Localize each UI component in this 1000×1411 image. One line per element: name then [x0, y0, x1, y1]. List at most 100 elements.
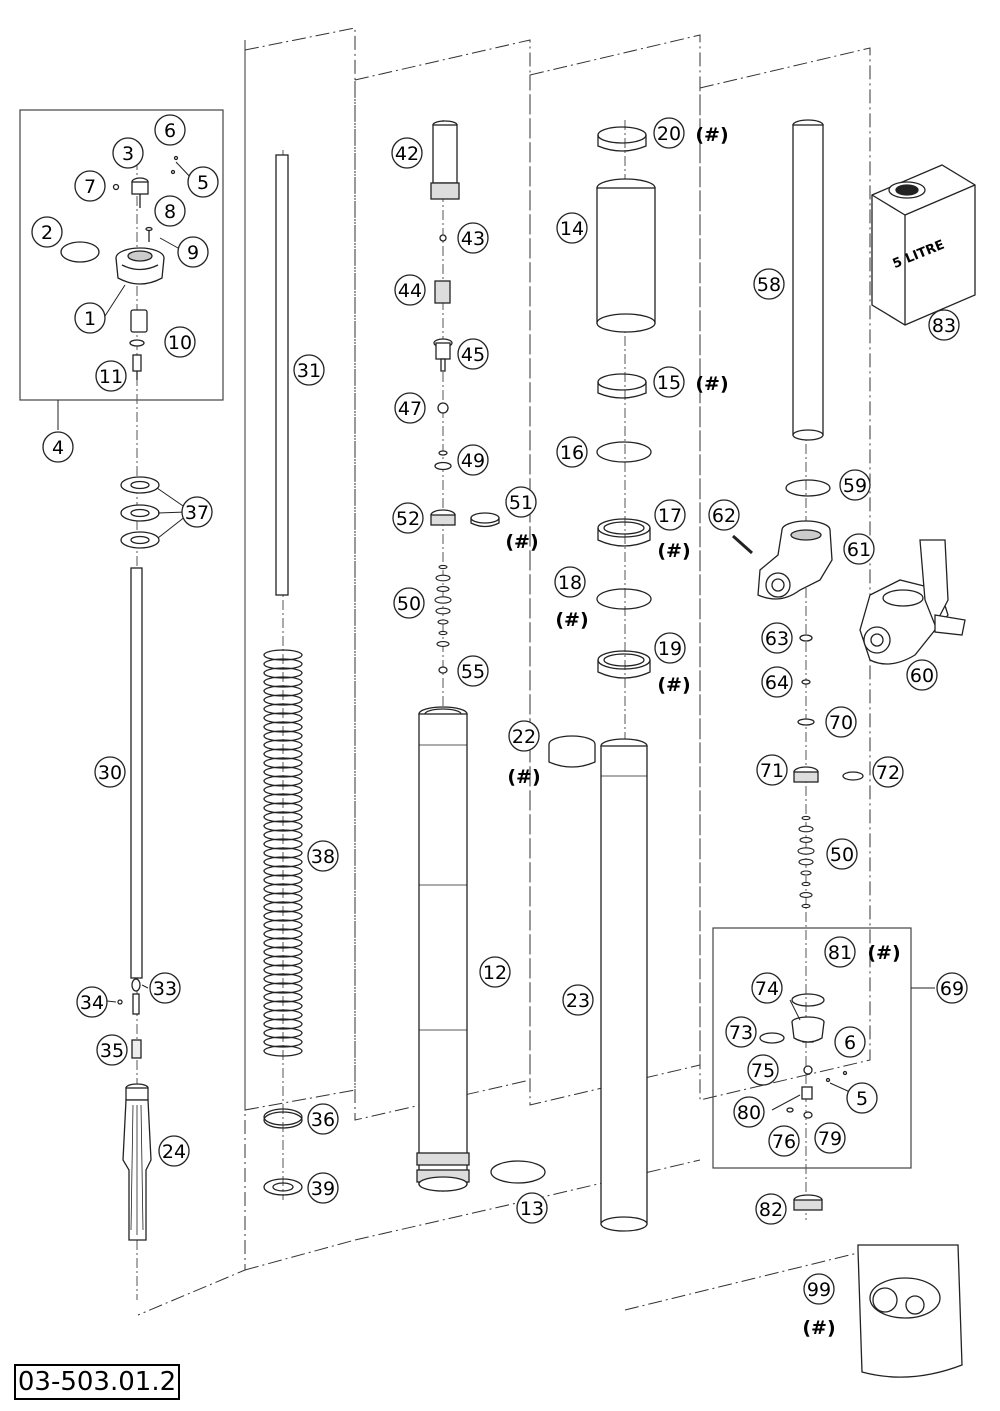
- callout-number: 37: [185, 502, 209, 524]
- callout-9: 9: [177, 236, 209, 268]
- part-5-spring-b: [825, 1077, 831, 1083]
- shim: [435, 574, 451, 582]
- callout-24: 24: [158, 1135, 190, 1167]
- callout-circle: [164, 326, 196, 358]
- callout-23: 23: [562, 984, 594, 1016]
- callout-18: 18: [554, 566, 586, 598]
- callout-number: 80: [737, 1102, 761, 1124]
- callout-10: 10: [164, 326, 196, 358]
- callout-circle: [94, 756, 126, 788]
- optional-part-mark: (#): [867, 942, 900, 964]
- part-99-kit: [857, 1244, 963, 1378]
- callout-number: 19: [658, 638, 682, 660]
- spring-coil: [263, 937, 303, 949]
- callout-number: 23: [566, 990, 590, 1012]
- callout-number: 10: [168, 332, 192, 354]
- part-62-bolt: [731, 534, 754, 555]
- callout-74: 74: [751, 972, 783, 1004]
- callout-circle: [906, 659, 938, 691]
- spring-coil: [263, 919, 303, 931]
- spring-coil: [263, 685, 303, 697]
- callout-50: 50: [393, 587, 425, 619]
- assembly-box-69: [712, 927, 912, 1169]
- callout-circle: [834, 1026, 866, 1058]
- callout-number: 5: [856, 1088, 868, 1110]
- spring-coil: [263, 883, 303, 895]
- callout-number: 12: [483, 962, 507, 984]
- callout-circle: [753, 268, 785, 300]
- part-3-adjuster: [131, 177, 149, 208]
- part-11-nut: [132, 354, 142, 380]
- part-20-bushing: [597, 126, 647, 152]
- callout-15: 15: [653, 366, 685, 398]
- part-7-ball: [112, 183, 120, 191]
- callout-19: 19: [654, 632, 686, 664]
- spring-coil: [263, 964, 303, 976]
- callout-number: 34: [80, 992, 104, 1014]
- callout-number: 7: [84, 176, 96, 198]
- callout-circle: [158, 1135, 190, 1167]
- callout-8: 8: [154, 195, 186, 227]
- optional-part-mark: (#): [695, 124, 728, 146]
- part-49-washers: [434, 450, 452, 471]
- callout-49: 49: [457, 444, 489, 476]
- callout-number: 22: [512, 726, 536, 748]
- leader-33: [141, 984, 149, 989]
- callout-circle: [479, 956, 511, 988]
- part-51-ring: [470, 512, 500, 528]
- shim: [800, 870, 812, 876]
- part-15-bushing: [597, 373, 647, 399]
- part-22-bushing: [548, 735, 596, 768]
- shim: [799, 892, 813, 898]
- callout-circle: [457, 655, 489, 687]
- callout-number: 9: [187, 242, 199, 264]
- callout-37: 37: [181, 496, 213, 528]
- callout-circle: [457, 338, 489, 370]
- callout-number: 75: [751, 1060, 775, 1082]
- callout-number: 38: [311, 846, 335, 868]
- callout-number: 99: [807, 1279, 831, 1301]
- callout-number: 49: [461, 450, 485, 472]
- part-33-34-ball: [117, 978, 141, 1015]
- drawing-reference: 03-503.01.2: [14, 1364, 180, 1400]
- callout-number: 17: [658, 505, 682, 527]
- callout-circle: [846, 1082, 878, 1114]
- part-58-tube: [792, 119, 824, 441]
- part-60-axle-foot: [859, 539, 966, 665]
- callout-number: 63: [765, 628, 789, 650]
- callout-2: 2: [31, 216, 63, 248]
- part-drawings: [60, 119, 976, 1378]
- spring-coil: [263, 811, 303, 823]
- callout-circle: [653, 366, 685, 398]
- callout-31: 31: [293, 354, 325, 386]
- callout-64: 64: [761, 666, 793, 698]
- callout-circle: [755, 1193, 787, 1225]
- spring-coil: [263, 865, 303, 877]
- callout-number: 30: [98, 762, 122, 784]
- part-50-shim-stack-a: [434, 564, 452, 647]
- spring-coil: [263, 712, 303, 724]
- leader-37a: [156, 487, 187, 509]
- callout-circle: [756, 754, 788, 786]
- shim: [801, 815, 811, 821]
- callouts: 1234567891011121314151617181920222324303…: [31, 114, 968, 1305]
- callout-62: 62: [708, 499, 740, 531]
- callout-circle: [177, 236, 209, 268]
- callout-circle: [457, 222, 489, 254]
- axis-lines: [136, 120, 807, 1300]
- callout-44: 44: [394, 274, 426, 306]
- leader-1: [104, 284, 126, 317]
- callout-number: 51: [509, 492, 533, 514]
- part-12-tube: [416, 706, 470, 1192]
- callout-5: 5: [846, 1082, 878, 1114]
- callout-circle: [293, 354, 325, 386]
- frame-col-2-bottom: [244, 1239, 356, 1271]
- part-6-ball-b: [842, 1070, 848, 1076]
- callout-number: 50: [397, 593, 421, 615]
- callout-number: 52: [396, 508, 420, 530]
- callout-number: 64: [765, 672, 789, 694]
- part-39-ring: [263, 1178, 303, 1196]
- frame-col-1-outline: [137, 40, 246, 1316]
- callout-circle: [928, 309, 960, 341]
- callout-circle: [814, 1122, 846, 1154]
